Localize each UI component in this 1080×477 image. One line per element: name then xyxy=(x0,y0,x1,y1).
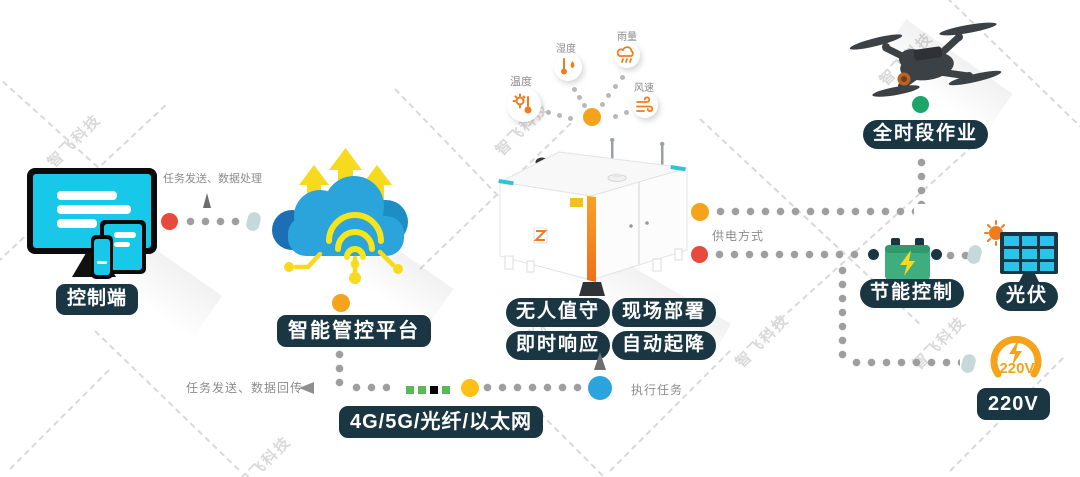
phone-screen xyxy=(94,239,110,275)
mini-dot xyxy=(600,102,605,107)
phone xyxy=(91,235,113,279)
cloud-platform-icon xyxy=(272,148,408,284)
red-node xyxy=(161,213,178,230)
battery-icon xyxy=(885,238,930,280)
blue-node xyxy=(588,376,612,400)
screen-line xyxy=(97,261,107,264)
orange-node xyxy=(332,294,350,312)
rainfall-sensor-icon xyxy=(614,42,640,68)
mini-dot xyxy=(613,114,618,119)
dashed-line xyxy=(539,412,633,477)
screen-line xyxy=(57,219,97,228)
task-send-process-text: 任务发送、数据处理 xyxy=(163,173,262,185)
dotted-line xyxy=(838,266,847,362)
sensor-label-windspeed: 风速 xyxy=(634,83,654,94)
mini-dot xyxy=(577,95,582,100)
yellow-node xyxy=(461,379,479,397)
watermark-text: 智飞科技 xyxy=(732,311,793,372)
orange-node xyxy=(691,203,709,221)
watermark-text: 智飞科技 xyxy=(44,111,105,172)
drone-station-icon xyxy=(498,138,688,296)
power-supply-text: 供电方式 xyxy=(712,229,765,243)
mini-dot xyxy=(606,93,611,98)
drone-icon xyxy=(849,22,1002,97)
dashed-line xyxy=(94,330,240,471)
dotted-line xyxy=(483,383,583,392)
left-arrow-icon xyxy=(299,382,314,394)
dotted-line xyxy=(716,207,914,216)
station-tag-instant: 即时响应 xyxy=(506,331,611,360)
screen-line xyxy=(114,242,130,247)
monitor xyxy=(27,168,157,254)
dotted-line xyxy=(335,350,344,388)
dotted-line xyxy=(852,358,960,367)
mini-dot xyxy=(557,113,562,118)
sensor-label-temperature: 温度 xyxy=(510,76,532,88)
up-arrow-icon xyxy=(594,352,606,370)
dashed-line xyxy=(609,350,731,472)
dotted-line xyxy=(186,217,244,226)
mini-dot xyxy=(582,103,587,108)
dotted-line xyxy=(917,158,926,204)
mini-dot xyxy=(624,110,629,115)
dotted-line xyxy=(715,250,863,259)
station-tag-onsite: 现场部署 xyxy=(612,298,717,327)
voltage-label: 220V xyxy=(977,388,1050,420)
voltage-gauge-text: 220V xyxy=(999,360,1035,377)
mini-dot xyxy=(568,116,573,121)
watermark-text: 智飞科技 xyxy=(234,433,295,477)
red-node xyxy=(691,246,708,263)
connector-capsule xyxy=(959,352,978,375)
connector-capsule xyxy=(965,243,984,266)
network-label: 4G/5G/光纤/以太网 xyxy=(339,406,544,438)
task-send-return-text: 任务发送、数据回传 xyxy=(186,381,304,395)
platform-label: 智能管控平台 xyxy=(277,315,431,347)
mini-dot xyxy=(613,84,618,89)
voltage-gauge-icon xyxy=(990,335,1042,378)
screen-line xyxy=(114,232,136,238)
orange-node xyxy=(583,108,601,126)
windspeed-sensor-icon xyxy=(632,92,658,118)
mini-dot xyxy=(546,110,551,115)
navy-node xyxy=(931,249,942,260)
battery-label: 节能控制 xyxy=(860,279,965,308)
screen-line xyxy=(57,205,131,214)
solar-label: 光伏 xyxy=(996,282,1059,311)
dashed-line xyxy=(9,369,110,470)
control-terminal-label: 控制端 xyxy=(56,284,139,315)
mini-dot xyxy=(572,87,577,92)
execute-task-text: 执行任务 xyxy=(631,383,684,397)
dotted-line xyxy=(946,251,968,260)
mini-dot xyxy=(620,75,625,80)
sensor-label-rainfall: 雨量 xyxy=(617,32,637,43)
dotted-line xyxy=(352,383,390,392)
router-icon xyxy=(397,378,465,404)
station-tag-autoland: 自动起降 xyxy=(612,331,717,360)
solar-panel-icon xyxy=(984,220,1058,282)
humidity-sensor-icon xyxy=(554,53,582,81)
drone-label: 全时段作业 xyxy=(863,120,989,149)
navy-node xyxy=(868,249,879,260)
station-tag-unattended: 无人值守 xyxy=(506,298,611,327)
up-arrow-icon xyxy=(203,193,211,208)
connector-capsule xyxy=(244,210,263,233)
green-node xyxy=(912,96,929,113)
screen-line xyxy=(57,191,117,200)
temperature-sensor-icon xyxy=(507,88,541,122)
sensor-label-humidity: 湿度 xyxy=(556,44,576,55)
